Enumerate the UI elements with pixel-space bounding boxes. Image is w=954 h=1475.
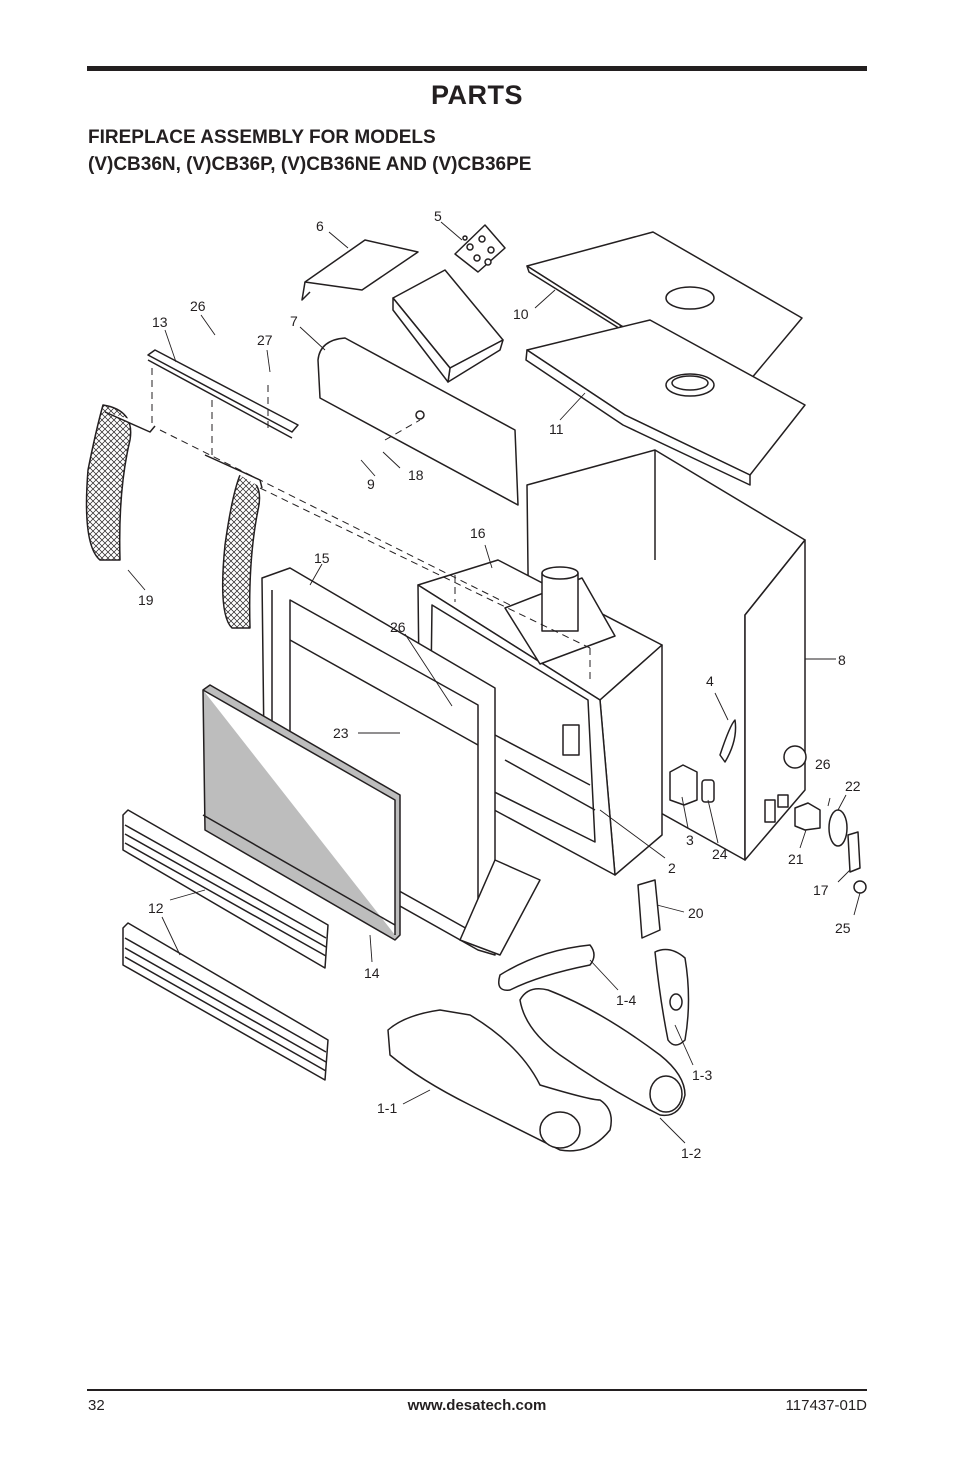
callout-11: 11	[549, 421, 564, 437]
callout-19: 19	[138, 592, 154, 608]
top-rule	[87, 66, 867, 71]
junction-box-part-21	[794, 802, 821, 831]
log-part-1-2	[519, 988, 686, 1117]
callout-12: 12	[148, 900, 164, 916]
callout-5: 5	[434, 208, 442, 224]
callout-9: 9	[367, 476, 375, 492]
callout-21: 21	[788, 851, 804, 867]
callout-14: 14	[364, 965, 380, 981]
callout-1-3: 1-3	[692, 1067, 712, 1083]
callout-1-1: 1-1	[377, 1100, 397, 1116]
switch-part-24	[701, 779, 715, 803]
callout-18: 18	[408, 467, 424, 483]
knob-part-25	[853, 880, 867, 894]
bracket-part-5	[454, 224, 506, 273]
callout-23: 23	[333, 725, 349, 741]
callout-8: 8	[838, 652, 846, 668]
top-inner-panel-part-11	[525, 319, 806, 486]
deflector-part-6	[301, 239, 419, 301]
callout-26-right: 26	[815, 756, 831, 772]
lower-louver-part-12	[122, 922, 329, 1081]
glass-door-part-14	[202, 684, 401, 941]
callout-25: 25	[835, 920, 851, 936]
callout-26-top: 26	[190, 298, 206, 314]
curtain-rail-part-13	[147, 349, 299, 439]
gasket-part-22	[828, 809, 848, 847]
website-link[interactable]: www.desatech.com	[407, 1397, 547, 1414]
callout-17: 17	[813, 882, 829, 898]
assembly-guide-lines	[151, 368, 591, 680]
callout-15: 15	[314, 550, 330, 566]
subtitle-line-2: (V)CB36N, (V)CB36P, (V)CB36NE AND (V)CB3…	[88, 154, 532, 175]
log-part-1-4	[498, 944, 595, 991]
callout-22: 22	[845, 778, 861, 794]
page-number: 32	[88, 1397, 105, 1414]
callout-13: 13	[152, 314, 168, 330]
callout-6: 6	[316, 218, 324, 234]
bracket-part-20	[637, 879, 661, 939]
callout-4: 4	[706, 673, 714, 689]
hood-assembly	[392, 269, 504, 383]
callout-2: 2	[668, 860, 676, 876]
callout-16: 16	[470, 525, 486, 541]
callout-20: 20	[688, 905, 704, 921]
callout-7: 7	[290, 313, 298, 329]
control-module-part-3	[669, 764, 698, 806]
callout-26-middle: 26	[390, 619, 406, 635]
plate-part-17	[847, 831, 861, 873]
callout-1-4: 1-4	[616, 992, 636, 1008]
callout-10: 10	[513, 306, 529, 322]
callout-3: 3	[686, 832, 694, 848]
bottom-rule	[87, 1389, 867, 1391]
upper-louver-part-12	[122, 809, 329, 969]
firebox-part-16	[417, 559, 663, 876]
callout-24: 24	[712, 846, 728, 862]
log-part-1-1	[387, 1009, 612, 1152]
heat-shield-part-4	[719, 719, 737, 763]
log-part-1-3	[654, 948, 690, 1046]
assembly-subtitle: FIREPLACE ASSEMBLY FOR MODELS (V)CB36N, …	[88, 124, 531, 178]
hearth-floor	[459, 859, 541, 956]
callout-1-2: 1-2	[681, 1145, 701, 1161]
subtitle-line-1: FIREPLACE ASSEMBLY FOR MODELS	[88, 127, 436, 148]
callout-leader-lines	[127, 221, 861, 1144]
section-title: PARTS	[430, 80, 523, 110]
callout-27: 27	[257, 332, 273, 348]
mesh-screen-part-19	[85, 404, 263, 629]
document-number: 117437-01D	[785, 1397, 867, 1414]
